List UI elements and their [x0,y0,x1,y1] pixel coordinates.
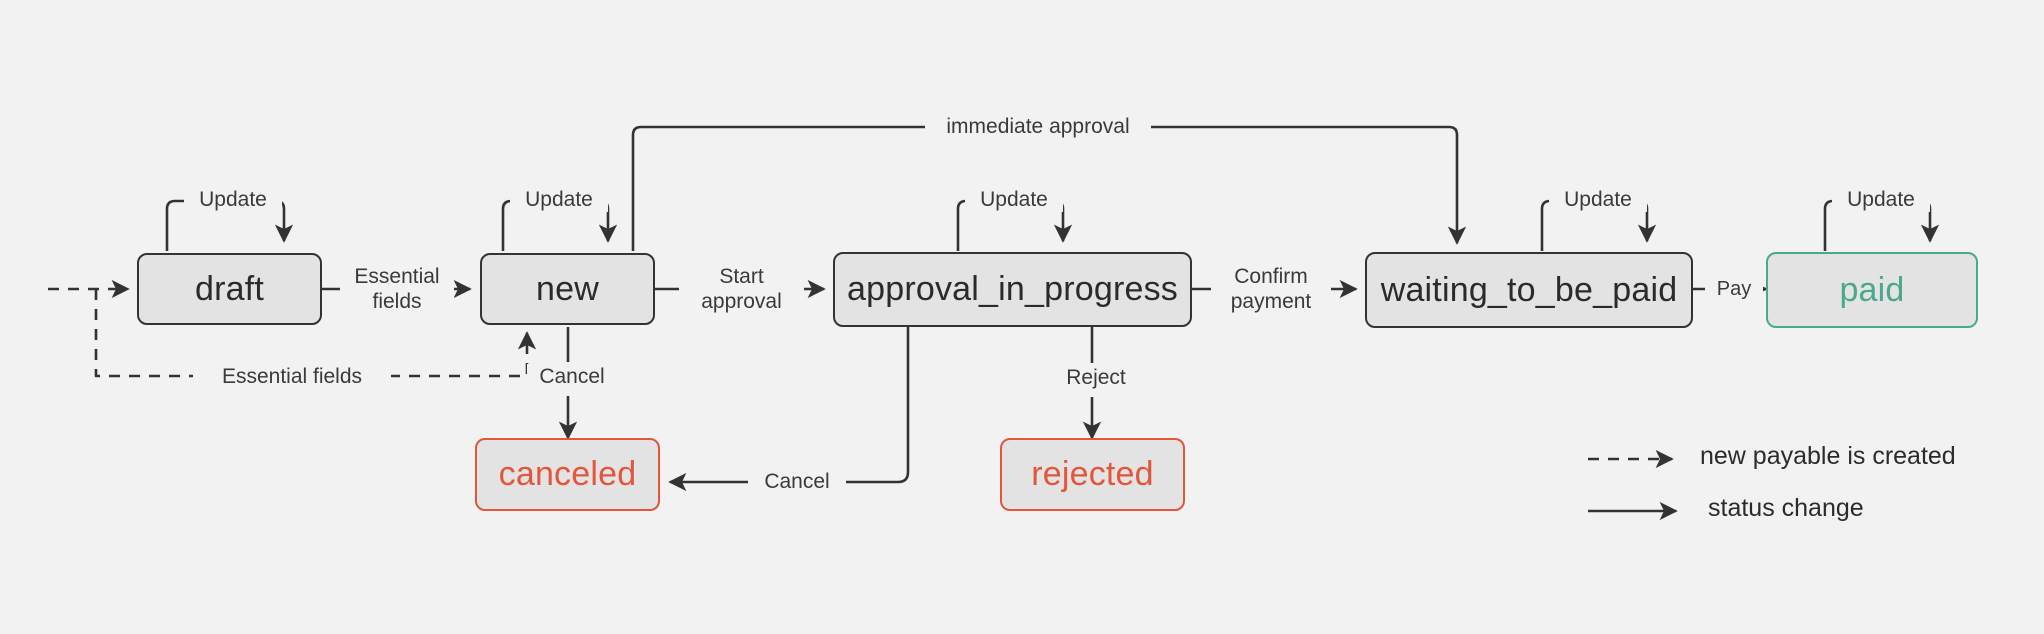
node-paid[interactable]: paid [1766,252,1978,328]
legend-label-status-change: status change [1708,494,1864,522]
legend-item-status-change: status change [1708,494,1864,523]
edge-label-essential-fields-dashed: Essential fields [193,364,391,389]
edge-new-waiting-left [631,125,925,251]
edge-approval-canceled-a [838,327,910,484]
node-rejected[interactable]: rejected [1000,438,1185,511]
node-waiting-to-be-paid[interactable]: waiting_to_be_paid [1365,252,1693,328]
edge-label-cancel-from-approval: Cancel [748,469,846,494]
edge-label-update-waiting: Update [1549,187,1647,212]
edge-label-immediate-approval: immediate approval [925,114,1151,139]
node-draft[interactable]: draft [137,253,322,325]
node-approval-in-progress[interactable]: approval_in_progress [833,252,1192,327]
legend-item-new-payable: new payable is created [1700,442,1956,471]
edge-new-waiting-right [1143,125,1467,245]
edge-label-essential-fields-forward: Essential fields [340,264,454,314]
edge-label-cancel-from-new: Cancel [527,364,617,389]
node-new[interactable]: new [480,253,655,325]
legend: new payable is created status change [1586,436,2026,536]
legend-label-new-payable: new payable is created [1700,442,1956,470]
edge-label-update-paid: Update [1832,187,1930,212]
edge-label-start-approval: Start approval [679,264,804,314]
edge-label-update-new: Update [510,187,608,212]
edge-label-update-draft: Update [184,187,282,212]
edge-label-update-approval: Update [965,187,1063,212]
edge-label-pay: Pay [1705,277,1763,302]
edge-label-confirm-payment: Confirm payment [1211,264,1331,314]
edge-label-reject: Reject [1051,365,1141,390]
node-canceled[interactable]: canceled [475,438,660,511]
